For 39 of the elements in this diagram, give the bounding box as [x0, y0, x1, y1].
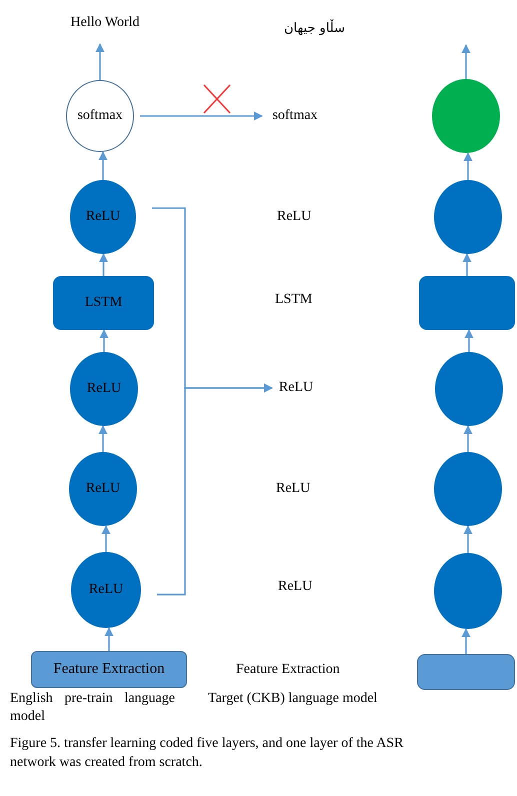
arrow — [99, 253, 108, 276]
node-label: softmax — [262, 106, 328, 126]
text-label: Feature Extraction — [236, 661, 341, 679]
arrow — [462, 44, 470, 79]
arrow — [464, 152, 472, 180]
layer-box — [53, 276, 154, 330]
arrow — [96, 43, 104, 80]
layer-label: ReLU — [88, 582, 124, 598]
layer-label: softmax — [77, 108, 123, 124]
arrow — [464, 525, 472, 553]
arrow — [462, 253, 472, 276]
text-label: سڵاو جیهان — [282, 20, 345, 38]
figure-caption: Figure 5. transfer learning coded five layers, and one layer of the ASR network was created from scratch. — [10, 735, 404, 772]
arrow — [104, 627, 114, 651]
layer-label: ReLU — [86, 381, 122, 397]
layer-label: Feature Extraction — [53, 661, 165, 678]
text-label: ReLU — [278, 578, 314, 596]
arrow — [98, 151, 108, 180]
text-label: English pre-train language model — [10, 690, 175, 726]
arrow — [464, 329, 474, 352]
arrow — [140, 112, 263, 120]
arrow — [98, 425, 108, 452]
arrow — [462, 628, 470, 654]
node-label: ReLU — [272, 378, 320, 398]
arrow — [102, 525, 110, 552]
text-label: LSTM — [275, 291, 314, 309]
arrow — [100, 329, 108, 352]
layer-label: LSTM — [84, 295, 122, 311]
text-label: ReLU — [276, 480, 312, 498]
layer-label: ReLU — [86, 209, 120, 225]
node-label: Hello World — [55, 12, 155, 34]
layer-box — [419, 276, 515, 330]
layer-label: ReLU — [86, 481, 120, 497]
feature-box — [31, 651, 187, 688]
arrow — [464, 425, 472, 452]
text-label: Target (CKB) language model — [208, 690, 378, 708]
feature-box — [417, 654, 515, 690]
arrow — [157, 384, 273, 596]
text-label: ReLU — [277, 208, 312, 226]
